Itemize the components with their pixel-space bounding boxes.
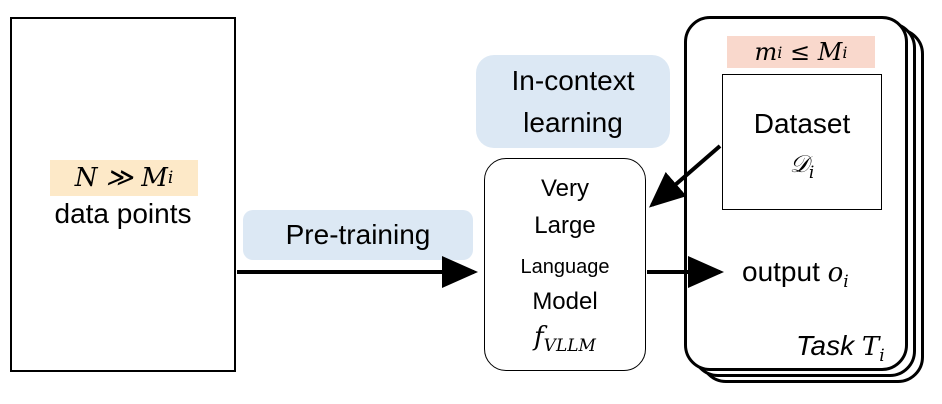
llm-box: [484, 158, 646, 371]
in-context-line-2: learning: [523, 106, 623, 138]
in-context-label-background: [476, 55, 670, 148]
task-symbol-base: T: [861, 332, 880, 362]
task-symbol: Ti: [861, 332, 885, 366]
output-label: output oi: [742, 256, 849, 292]
llm-line-language: Language: [520, 256, 610, 278]
m-relation-rest: ≤ M: [782, 38, 843, 66]
output-symbol-base: o: [827, 258, 844, 288]
task-label: Task Ti: [796, 330, 885, 366]
data-points-label: data points: [54, 198, 192, 229]
n-relation-highlight: [50, 160, 198, 196]
output-symbol-subscript: i: [843, 272, 849, 293]
dataset-symbol-base: 𝒟: [789, 150, 809, 178]
llm-line-very: Very: [540, 175, 590, 202]
m-relation-subscript-2: i: [842, 42, 848, 62]
task-label-text: Task: [796, 330, 855, 361]
dataset-label: Dataset: [753, 108, 851, 139]
m-relation-base: m: [754, 38, 778, 66]
n-relation-text: N ≫ M: [74, 163, 168, 193]
pretraining-label: Pre-training: [285, 219, 431, 250]
dataset-symbol: 𝒟i: [722, 150, 882, 183]
llm-line-large: Large: [534, 212, 596, 239]
output-label-text: output: [742, 256, 820, 287]
in-context-learning-label: In-context learning: [476, 55, 670, 148]
dataset-symbol-subscript: i: [808, 162, 815, 183]
llm-symbol-subscript: VLLM: [543, 336, 596, 357]
pretraining-label-background: [243, 210, 473, 260]
llm-symbol: fVLLM: [484, 322, 646, 356]
dataset-to-llm-arrow: [648, 144, 722, 208]
llm-line-model: Model: [532, 288, 598, 315]
n-relation-subscript: i: [167, 168, 174, 188]
dataset-box: [722, 74, 882, 210]
llm-symbol-base: f: [534, 322, 544, 352]
in-context-line-1: In-context: [511, 64, 635, 96]
task-symbol-subscript: i: [879, 346, 885, 367]
output-symbol: oi: [827, 258, 849, 292]
m-relation-subscript: i: [777, 42, 783, 62]
m-relation-highlight: [727, 36, 875, 68]
